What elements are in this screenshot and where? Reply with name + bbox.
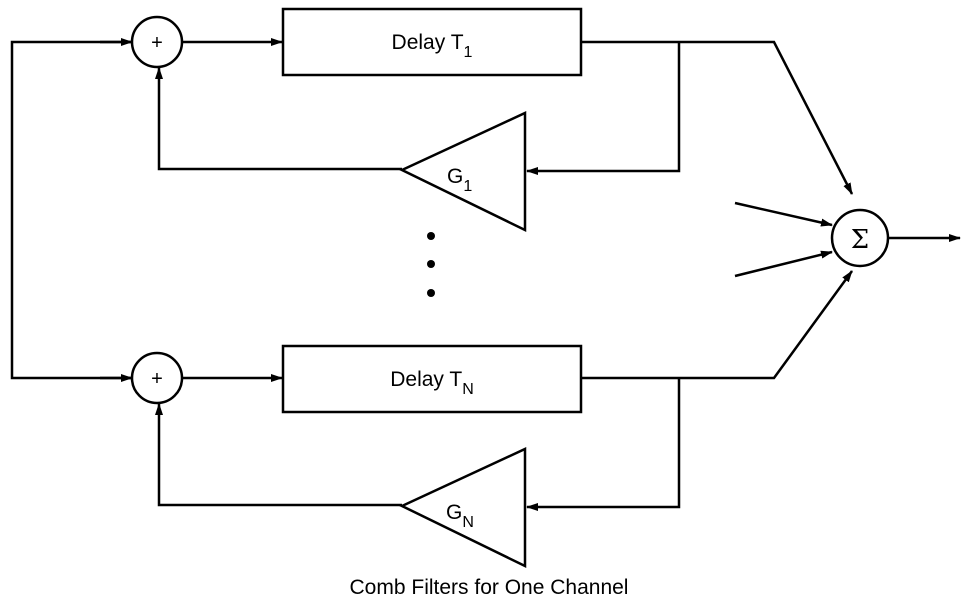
feedback-1-tap-line bbox=[526, 42, 681, 175]
adder-1-symbol: + bbox=[151, 32, 163, 54]
delay-box-n bbox=[281, 344, 583, 414]
gain-triangle-1 bbox=[399, 111, 527, 233]
delay-box-1 bbox=[281, 7, 583, 77]
delay-1-output-line bbox=[581, 40, 854, 195]
feedback-n-tap-line bbox=[526, 378, 681, 511]
gain-1-label: G1 bbox=[447, 165, 472, 195]
summer-extra-input-1 bbox=[734, 201, 833, 227]
adder-n-symbol: + bbox=[151, 368, 163, 390]
delay-n-output-line bbox=[581, 270, 854, 380]
input-bus-line bbox=[10, 40, 132, 380]
summer-symbol: Σ bbox=[851, 225, 869, 255]
ellipsis-dot bbox=[427, 232, 435, 240]
comb-filter-n: + Delay TN GN bbox=[130, 270, 854, 569]
comb-filter-1: + Delay T1 G1 bbox=[130, 7, 854, 233]
gain-n-label: GN bbox=[446, 501, 474, 531]
ellipsis-dot bbox=[427, 260, 435, 268]
diagram-caption: Comb Filters for One Channel bbox=[350, 576, 629, 599]
ellipsis-dot bbox=[427, 289, 435, 297]
feedback-1-return-line bbox=[155, 67, 402, 171]
summer-extra-input-2 bbox=[734, 250, 833, 278]
delay-box-n-label: Delay TN bbox=[390, 368, 474, 398]
ellipsis bbox=[427, 232, 435, 297]
feedback-n-return-line bbox=[155, 403, 402, 507]
gain-triangle-n bbox=[399, 447, 527, 569]
delay-box-1-label: Delay T1 bbox=[392, 31, 473, 61]
